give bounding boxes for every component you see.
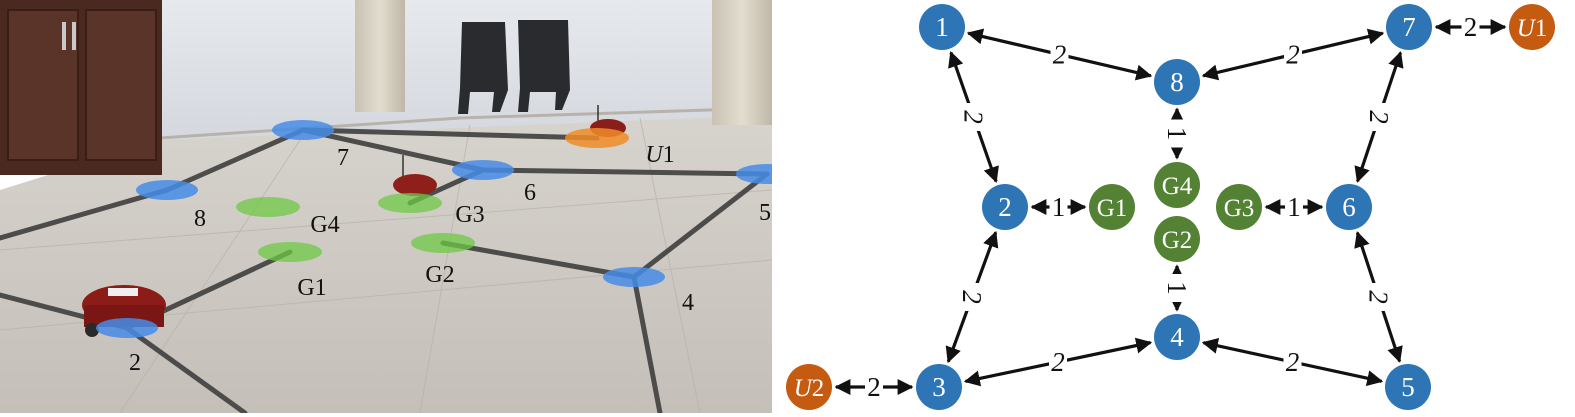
graph-node-label-1: 1: [935, 12, 949, 42]
graph-node-u1: [1509, 4, 1555, 50]
edge-weight-6-5: 2: [1364, 290, 1394, 304]
graph-edge-weights: 2 2 2 2 2 1 1 1 1 2 2 2 2 2: [865, 12, 1480, 402]
photo-label-4: 4: [682, 290, 694, 316]
robot-center: [393, 155, 437, 196]
edge-weight-1-2: 2: [959, 110, 989, 124]
graph-node-label-u2: U2: [794, 375, 825, 402]
curtain-right: [712, 0, 772, 125]
graph-node-8: [1154, 59, 1200, 105]
graph-node-label-g2: G2: [1162, 227, 1193, 254]
edge-weight-8-g4: 1: [1162, 127, 1192, 141]
edge-weight-u2-3: 2: [867, 372, 881, 402]
graph-node-label-6: 6: [1342, 192, 1356, 222]
edge-weight-2-g1: 1: [1052, 192, 1066, 222]
photo-label-5: 5: [759, 200, 771, 226]
photo-label-g4: G4: [310, 212, 339, 238]
graph-node-label-4: 4: [1170, 322, 1184, 352]
photo-marker-2: [96, 318, 158, 338]
graph-node-3: [916, 364, 962, 410]
door-panel-left: [7, 9, 79, 161]
graph-node-label-g3: G3: [1224, 195, 1255, 222]
photo-marker-7: [272, 120, 334, 140]
graph-node-label-3: 3: [932, 372, 946, 402]
photo-label-g1: G1: [297, 275, 326, 301]
graph-node-6: [1326, 184, 1372, 230]
graph-node-7: [1386, 4, 1432, 50]
photo-label-2: 2: [129, 350, 141, 376]
door-handle-icon: [72, 22, 76, 50]
door-handle-icon: [62, 22, 66, 50]
chairs: [458, 20, 570, 114]
graph-node-g4: [1154, 162, 1200, 208]
photo-label-g3: G3: [455, 202, 484, 228]
graph-node-g2: [1154, 216, 1200, 262]
edge-weight-3-4: 2: [1051, 347, 1065, 377]
photo-marker-5: [736, 164, 772, 184]
graph-node-4: [1154, 314, 1200, 360]
graph-node-label-7: 7: [1402, 12, 1416, 42]
graph-node-label-u1: U1: [1517, 15, 1548, 42]
edge-weight-7-u1: 2: [1464, 12, 1478, 42]
graph-node-g1: [1089, 184, 1135, 230]
photo-node-markers: [96, 120, 772, 338]
graph-node-label-5: 5: [1401, 372, 1415, 402]
photo-label-u1: U1: [645, 142, 674, 168]
graph-node-5: [1385, 364, 1431, 410]
graph-node-label-2: 2: [998, 192, 1012, 222]
door-panel-right: [85, 9, 157, 161]
photo-marker-g1: [258, 242, 322, 262]
photo-label-7: 7: [337, 145, 349, 171]
graph-node-u2: [786, 364, 832, 410]
photo-marker-4: [603, 267, 665, 287]
photo-marker-6: [452, 160, 514, 180]
photo-label-8: 8: [194, 206, 206, 232]
photo-marker-g4: [236, 197, 300, 217]
graph-node-label-8: 8: [1170, 67, 1184, 97]
photo-label-g2: G2: [425, 262, 454, 288]
edge-weight-4-5: 2: [1286, 347, 1300, 377]
photo-marker-g2: [411, 233, 475, 253]
edge-weight-1-8: 2: [1053, 40, 1067, 70]
photo-label-6: 6: [524, 180, 536, 206]
graph-node-2: [982, 184, 1028, 230]
photo-marker-g3: [378, 193, 442, 213]
graph-node-g3: [1216, 184, 1262, 230]
edge-weight-2-3: 2: [957, 290, 987, 304]
edge-weight-g2-4: 1: [1162, 281, 1192, 295]
curtain-left: [355, 0, 405, 112]
edge-weight-7-6: 2: [1364, 110, 1394, 124]
photo-marker-u1: [565, 128, 629, 148]
baseboard: [159, 106, 772, 140]
graph-node-1: [919, 4, 965, 50]
edge-weight-g3-6: 1: [1287, 192, 1301, 222]
photo-marker-8: [136, 180, 198, 200]
edge-weight-7-8: 2: [1286, 40, 1300, 70]
graph-node-label-g1: G1: [1097, 195, 1128, 222]
graph-node-label-g4: G4: [1162, 173, 1193, 200]
